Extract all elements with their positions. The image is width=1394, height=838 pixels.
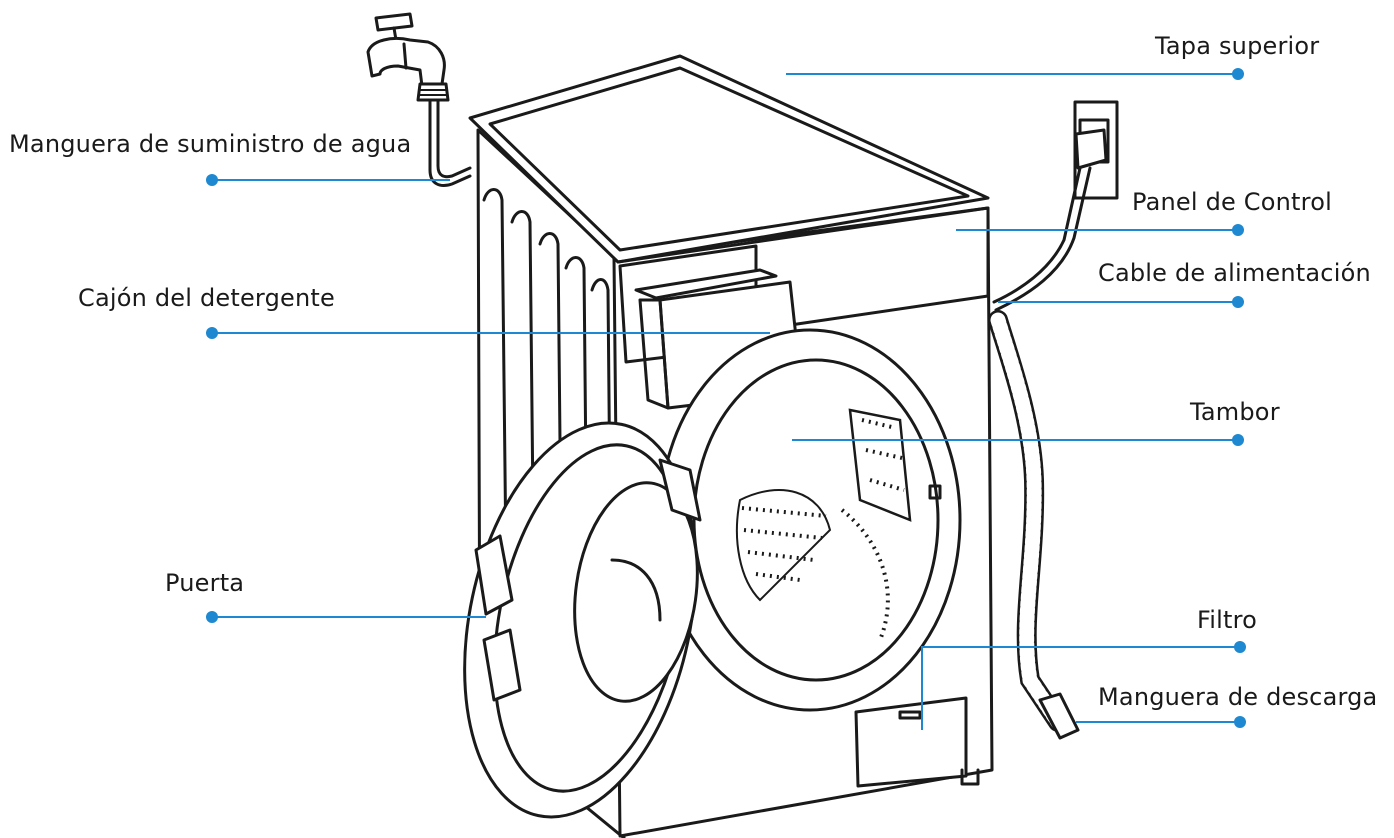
label-filtro: Filtro	[1197, 606, 1258, 634]
drain-hose-icon	[988, 310, 1080, 740]
wall-outlet-icon	[992, 100, 1119, 312]
label-panel-control: Panel de Control	[1132, 188, 1332, 216]
label-manguera-descarga: Manguera de descarga	[1098, 683, 1378, 711]
label-puerta: Puerta	[165, 569, 245, 597]
water-tap-icon	[366, 12, 472, 187]
washing-machine-body	[468, 54, 994, 838]
label-tambor: Tambor	[1190, 398, 1280, 426]
drum-opening	[658, 328, 962, 712]
label-manguera-suministro: Manguera de suministro de agua	[9, 130, 412, 158]
side-ribs	[482, 188, 614, 722]
label-cable-alimentacion: Cable de alimentación	[1098, 259, 1371, 287]
leader-lines	[206, 68, 1246, 730]
label-cajon-detergente: Cajón del detergente	[78, 284, 335, 312]
label-tapa-superior: Tapa superior	[1155, 32, 1320, 60]
door	[463, 421, 702, 819]
